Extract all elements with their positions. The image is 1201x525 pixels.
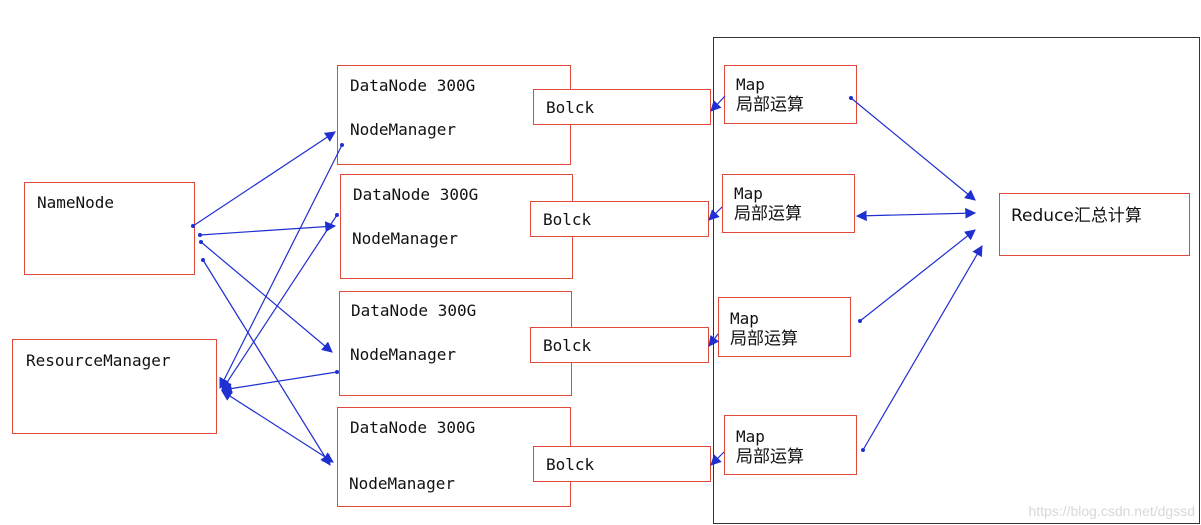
map-reduce-frame bbox=[713, 37, 1200, 524]
map-desc: 局部运算 bbox=[736, 447, 804, 467]
datanode-title: DataNode 300G bbox=[350, 418, 476, 437]
map-box: Map 局部运算 bbox=[724, 65, 857, 124]
arrow-nn-dn3 bbox=[200, 241, 333, 353]
arrow-dot bbox=[201, 258, 205, 262]
map-desc: 局部运算 bbox=[734, 204, 802, 224]
namenode-label: NameNode bbox=[37, 193, 115, 212]
arrow-dot bbox=[191, 224, 195, 228]
datanode-box: DataNode 300G NodeManager bbox=[337, 65, 571, 165]
block-label: Bolck bbox=[546, 455, 595, 474]
arrow-map3-block bbox=[708, 333, 720, 347]
block-box: Bolck bbox=[533, 446, 711, 482]
map-desc: 局部运算 bbox=[736, 95, 804, 115]
map-desc: 局部运算 bbox=[730, 329, 798, 349]
nodemanager-label: NodeManager bbox=[350, 345, 456, 364]
map-title: Map bbox=[734, 184, 763, 203]
reduce-box: Reduce汇总计算 bbox=[999, 193, 1190, 256]
block-box: Bolck bbox=[530, 201, 709, 237]
map-box: Map 局部运算 bbox=[718, 297, 851, 357]
arrow-dot bbox=[861, 448, 865, 452]
nodemanager-label: NodeManager bbox=[352, 229, 458, 248]
block-label: Bolck bbox=[543, 336, 592, 355]
arrow-map1-block bbox=[710, 95, 726, 112]
arrow-dot bbox=[199, 240, 203, 244]
map-box: Map 局部运算 bbox=[724, 415, 857, 475]
arrow-map1-reduce bbox=[850, 97, 976, 201]
nodemanager-label: NodeManager bbox=[349, 474, 455, 493]
arrow-map4-block bbox=[710, 451, 725, 466]
arrow-map4-reduce bbox=[862, 245, 983, 451]
map-box: Map 局部运算 bbox=[722, 174, 855, 233]
arrow-map2-reduce bbox=[855, 207, 977, 222]
arrow-dn3-rm bbox=[220, 371, 338, 394]
watermark: https://blog.csdn.net/dgssd bbox=[1028, 503, 1195, 519]
block-label: Bolck bbox=[543, 210, 592, 229]
datanode-title: DataNode 300G bbox=[350, 76, 476, 95]
datanode-box: DataNode 300G NodeManager bbox=[337, 407, 571, 507]
datanode-title: DataNode 300G bbox=[351, 301, 477, 320]
resourcemanager-box: ResourceManager bbox=[12, 339, 217, 434]
reduce-label: Reduce汇总计算 bbox=[1011, 206, 1142, 226]
nodemanager-label: NodeManager bbox=[350, 120, 456, 139]
arrow-dot bbox=[849, 96, 853, 100]
map-title: Map bbox=[730, 309, 759, 328]
block-box: Bolck bbox=[530, 327, 709, 363]
arrow-nn-dn2 bbox=[199, 221, 337, 236]
arrow-dn2-rm bbox=[221, 214, 338, 391]
arrow-map3-reduce bbox=[859, 229, 976, 322]
arrow-dn4-rm bbox=[221, 390, 334, 463]
arrow-dot bbox=[858, 319, 862, 323]
resourcemanager-label: ResourceManager bbox=[26, 351, 171, 370]
arrow-dn1-rm bbox=[219, 144, 343, 389]
arrow-dot bbox=[335, 213, 339, 217]
arrow-dot bbox=[198, 233, 202, 237]
block-label: Bolck bbox=[546, 98, 595, 117]
arrow-nn-dn1 bbox=[192, 131, 336, 227]
arrow-nn-dn4 bbox=[202, 259, 331, 466]
arrow-dot bbox=[340, 143, 344, 147]
namenode-box: NameNode bbox=[24, 182, 195, 275]
datanode-title: DataNode 300G bbox=[353, 185, 479, 204]
arrow-map2-block bbox=[708, 206, 723, 221]
map-title: Map bbox=[736, 75, 765, 94]
map-title: Map bbox=[736, 427, 765, 446]
arrow-dot bbox=[335, 370, 339, 374]
